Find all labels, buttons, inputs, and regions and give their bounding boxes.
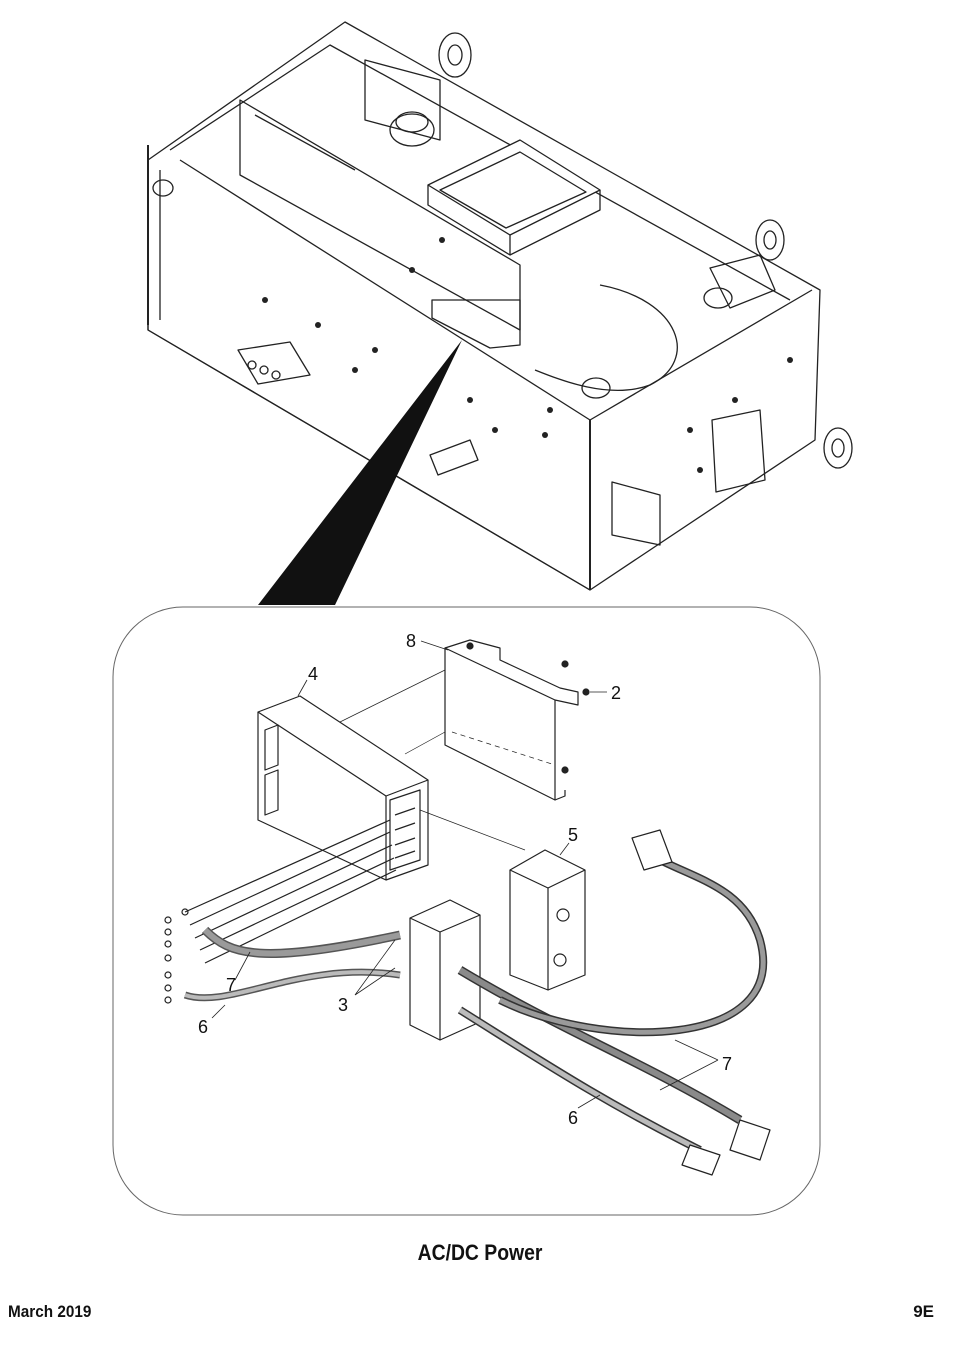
wheel-icon <box>823 427 853 469</box>
callout-7: 7 <box>722 1054 733 1074</box>
wheel-icon <box>755 219 785 261</box>
detail-drawing <box>164 639 771 1176</box>
dc-connector <box>729 1119 771 1161</box>
dc-connector <box>681 1144 721 1176</box>
detail-callout-wedge <box>258 340 462 605</box>
callout-8: 8 <box>406 631 417 651</box>
cover-box <box>509 849 586 991</box>
machine-frame-drawing <box>147 21 853 591</box>
callout-2: 2 <box>611 683 622 703</box>
callout-3: 3 <box>338 995 349 1015</box>
footer-page-number: 9E <box>913 1302 934 1321</box>
ac-plug <box>631 829 673 871</box>
callout-6: 6 <box>198 1017 209 1037</box>
ring-terminal-icon <box>164 908 189 1004</box>
callout-6: 6 <box>568 1108 579 1128</box>
screw-icon <box>466 642 590 774</box>
figure-caption: AC/DC Power <box>417 1240 543 1265</box>
footer-date: March 2019 <box>8 1302 92 1321</box>
callout-5: 5 <box>568 825 579 845</box>
wheel-icon <box>438 32 472 78</box>
callout-7: 7 <box>226 975 237 995</box>
callout-4: 4 <box>308 664 319 684</box>
